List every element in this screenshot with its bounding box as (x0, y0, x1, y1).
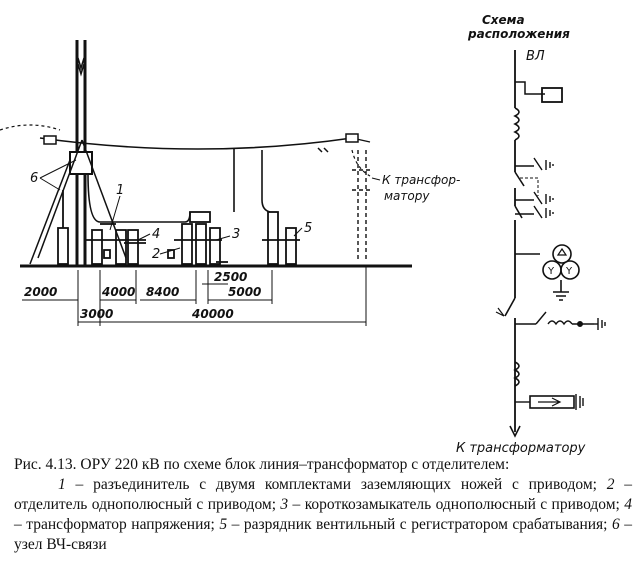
legend-num-3: 3 (280, 496, 289, 513)
svg-text:Y: Y (547, 266, 555, 277)
legend-num-2: 2 (606, 476, 615, 493)
hf-trap (513, 107, 520, 141)
svg-text:К трансфор-: К трансфор- (382, 173, 460, 187)
equipment-group (57, 148, 300, 265)
scheme-title-2: расположения (467, 27, 570, 41)
callout-2: 2 (152, 247, 160, 262)
svg-text:Y: Y (565, 266, 573, 277)
dim-5000: 5000 (228, 285, 261, 299)
legend-num-6: 6 (611, 516, 620, 533)
callout-6: 6 (30, 171, 38, 186)
legend-text-1: – разъединитель с двумя комплектами зазе… (65, 476, 607, 493)
ct-coil (513, 361, 520, 387)
portal-mast (29, 40, 127, 266)
dim-3000: 3000 (80, 307, 113, 321)
callout-4: 4 (152, 227, 160, 242)
arrester-symbol (529, 395, 575, 409)
overhead-line (0, 124, 61, 131)
dim-2500: 2500 (214, 270, 247, 284)
substation-drawing: 6 1 4 2 3 5 К трансфор- матору (0, 13, 606, 456)
dimension-values: 2000 4000 8400 2500 5000 3000 40000 (24, 270, 261, 321)
bottom-transformer-label: К трансформатору (456, 441, 586, 456)
dim-40000: 40000 (191, 307, 234, 321)
vl-label: ВЛ (526, 49, 545, 64)
elevation-view: 6 1 4 2 3 5 К трансфор- матору (0, 40, 460, 326)
legend-num-5: 5 (219, 516, 228, 533)
callout-1: 1 (116, 183, 124, 198)
callout-leaders (39, 159, 303, 255)
legend-text-4: – трансформатор напряжения; (14, 516, 220, 533)
callout-labels: 6 1 4 2 3 5 (30, 171, 312, 262)
figure-caption: Рис. 4.13. ОРУ 220 кВ по схеме блок лини… (14, 455, 632, 555)
caption-legend: 1 – разъединитель с двумя комплектами за… (14, 475, 632, 555)
transformer-portal (352, 150, 372, 262)
dim-4000: 4000 (101, 285, 135, 299)
caption-title: Рис. 4.13. ОРУ 220 кВ по схеме блок лини… (14, 456, 510, 473)
callout-3: 3 (232, 227, 240, 242)
callout-5: 5 (304, 221, 312, 236)
legend-text-3: – короткозамыкатель однополюсный с приво… (288, 496, 625, 513)
layout-scheme: Схема расположения ВЛ Y Y (456, 13, 606, 456)
busbar-wire (39, 137, 353, 150)
voltage-transformer-symbol: Y Y (542, 244, 580, 301)
dim-2000: 2000 (24, 285, 57, 299)
svg-text:матору: матору (384, 189, 430, 203)
legend-num-4: 4 (624, 496, 632, 513)
legend-text-2: – отделитель однополюсный с приводом; (14, 476, 632, 513)
legend-text-6: – узел ВЧ-связи (14, 516, 632, 553)
legend-num-1: 1 (58, 476, 66, 493)
dimension-lines (22, 266, 367, 326)
dim-8400: 8400 (146, 285, 179, 299)
side-transformer-label: К трансфор- матору (382, 173, 460, 203)
scheme-title-1: Схема (482, 13, 525, 27)
legend-text-5: – разрядник вентильный с регистратором с… (227, 516, 612, 533)
